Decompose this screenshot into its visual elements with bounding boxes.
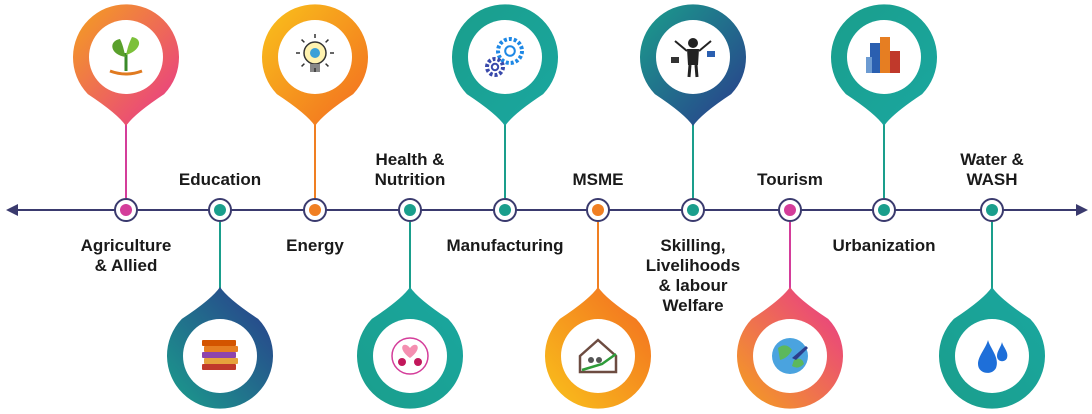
sector-pin xyxy=(545,222,651,409)
timeline-node xyxy=(303,198,327,222)
pin-inner-circle xyxy=(561,319,635,393)
sector-pin xyxy=(357,222,463,409)
sector-pin xyxy=(262,4,368,198)
right-arrow-icon xyxy=(1076,204,1088,216)
timeline-node xyxy=(114,198,138,222)
timeline-node xyxy=(980,198,1004,222)
gears-icon xyxy=(485,37,524,77)
timeline-node xyxy=(681,198,705,222)
sector-label: Water & WASH xyxy=(960,150,1024,189)
multitasking-worker-icon xyxy=(671,38,715,78)
sector-pin xyxy=(737,222,843,409)
timeline-node xyxy=(493,198,517,222)
sector-label: Education xyxy=(178,170,262,189)
left-arrow-icon xyxy=(6,204,18,216)
timeline-node xyxy=(872,198,896,222)
sector-pin xyxy=(640,4,746,198)
timeline-node xyxy=(398,198,422,222)
sector-pin xyxy=(167,222,273,409)
light-bulb-icon xyxy=(296,34,334,72)
plant-sprout-icon xyxy=(109,37,143,76)
globe-plane-icon xyxy=(772,338,808,374)
house-growth-icon xyxy=(578,338,618,374)
water-drops-icon xyxy=(978,340,1008,373)
sector-label: Health & Nutrition xyxy=(374,150,446,189)
sector-label: MSME xyxy=(572,170,624,189)
sector-pin xyxy=(830,4,937,198)
sector-pin xyxy=(938,222,1046,409)
timeline-node xyxy=(778,198,802,222)
sector-label: Urbanization xyxy=(832,236,936,255)
pin-inner-circle xyxy=(468,20,542,94)
sector-label: Skilling, Livelihoods & labour Welfare xyxy=(645,236,741,315)
sector-label: Energy xyxy=(286,236,344,255)
sector-label: Manufacturing xyxy=(446,236,564,255)
sector-label: Tourism xyxy=(757,170,823,189)
books-stack-icon xyxy=(202,340,238,370)
family-health-icon xyxy=(391,337,429,375)
sector-pin xyxy=(72,4,179,198)
timeline-node xyxy=(586,198,610,222)
sector-label: Agriculture & Allied xyxy=(80,236,172,275)
sector-pin xyxy=(452,4,558,198)
timeline-node xyxy=(208,198,232,222)
city-buildings-icon xyxy=(866,37,900,73)
